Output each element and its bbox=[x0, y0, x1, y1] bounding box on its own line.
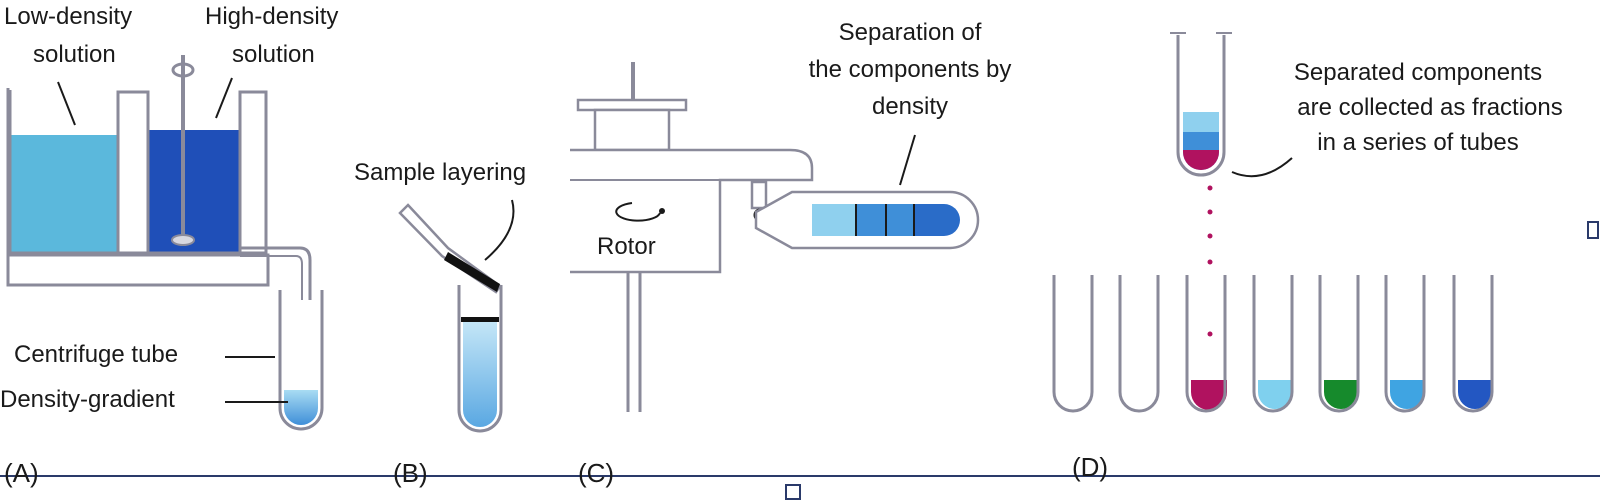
sample-layering-label: Sample layering bbox=[354, 159, 527, 186]
centrifuge-tube-fill bbox=[284, 390, 318, 425]
outer-column bbox=[238, 90, 268, 255]
rotation-arrow-head bbox=[659, 208, 665, 214]
separation-leader bbox=[899, 134, 916, 186]
separation-label-line3: density bbox=[871, 93, 949, 120]
low-density-label-line1: Low-density bbox=[4, 3, 133, 30]
drip-drop bbox=[1207, 209, 1213, 215]
outlet-tube bbox=[240, 246, 312, 300]
layering-tube-outline bbox=[457, 285, 503, 433]
sample-layering-leader bbox=[484, 199, 515, 261]
drip-drop bbox=[1207, 259, 1213, 265]
fraction-tube-7 bbox=[1452, 275, 1494, 413]
separation-label-line2: the components by bbox=[808, 56, 1012, 83]
separation-label-line1: Separation of bbox=[838, 19, 982, 46]
gradient-maker-stand bbox=[6, 88, 270, 287]
fraction-tube-2 bbox=[1118, 275, 1160, 413]
sample-band bbox=[461, 317, 499, 322]
drip-drop bbox=[1207, 185, 1213, 191]
source-tube-bottom bbox=[1183, 150, 1219, 170]
low-density-chamber bbox=[10, 135, 118, 253]
fraction-tube-3 bbox=[1185, 275, 1227, 413]
drip-drop bbox=[1207, 331, 1213, 337]
tube-band-1 bbox=[812, 204, 856, 236]
drip-drop bbox=[1207, 233, 1213, 239]
centrifuge-tube-label: Centrifuge tube bbox=[14, 341, 179, 368]
low-density-label-line2: solution bbox=[33, 41, 116, 68]
fraction-tube-1 bbox=[1052, 275, 1094, 413]
tube-band-4 bbox=[914, 204, 960, 236]
panel-c-letter: (C) bbox=[578, 458, 615, 488]
panel-d-letter: (D) bbox=[1072, 452, 1109, 482]
collected-label-line1: Separated components bbox=[1293, 59, 1543, 86]
high-density-label-line2: solution bbox=[232, 41, 315, 68]
panel-c-centrifuge bbox=[570, 62, 980, 412]
pipette-tip bbox=[444, 252, 500, 292]
panel-a-letter: (A) bbox=[4, 458, 39, 488]
tube-band-2 bbox=[856, 204, 886, 236]
high-density-chamber bbox=[148, 130, 240, 253]
motor-housing bbox=[593, 108, 671, 152]
rotation-arrow bbox=[615, 202, 661, 222]
fraction-tube-6 bbox=[1384, 275, 1426, 413]
panel-b-sample-layering bbox=[398, 199, 515, 433]
collection-leader bbox=[1231, 157, 1293, 178]
panel-d-fraction-collection bbox=[1052, 32, 1494, 413]
density-gradient-label: Density-gradient bbox=[0, 386, 175, 413]
fraction-tube-5 bbox=[1318, 275, 1360, 413]
panel-a-gradient-maker bbox=[6, 55, 324, 431]
low-density-leader bbox=[57, 81, 76, 126]
centrifuge-tube-outline bbox=[278, 290, 324, 431]
chamber-divider bbox=[116, 90, 150, 255]
stirrer-blade bbox=[171, 234, 195, 246]
fraction-tube-4 bbox=[1252, 275, 1294, 413]
motor-cap bbox=[576, 98, 688, 112]
collected-label-line3: in a series of tubes bbox=[1317, 129, 1519, 156]
rotor-hinge bbox=[750, 180, 768, 210]
high-density-label-line1: High-density bbox=[205, 3, 339, 30]
layering-tube-fill bbox=[463, 322, 497, 427]
tube-band-3 bbox=[886, 204, 914, 236]
outlet-tube-inner bbox=[240, 255, 303, 300]
source-tube-light-layer bbox=[1183, 112, 1219, 132]
high-density-leader bbox=[215, 77, 233, 119]
side-handle[interactable] bbox=[1587, 221, 1599, 239]
resize-handle[interactable] bbox=[785, 484, 801, 500]
source-tube-outline bbox=[1176, 35, 1226, 177]
stirrer-top bbox=[171, 62, 195, 78]
panel-b-letter: (B) bbox=[393, 458, 428, 488]
collected-label-line2: are collected as fractions bbox=[1297, 94, 1563, 121]
rotor-label: Rotor bbox=[597, 233, 656, 260]
